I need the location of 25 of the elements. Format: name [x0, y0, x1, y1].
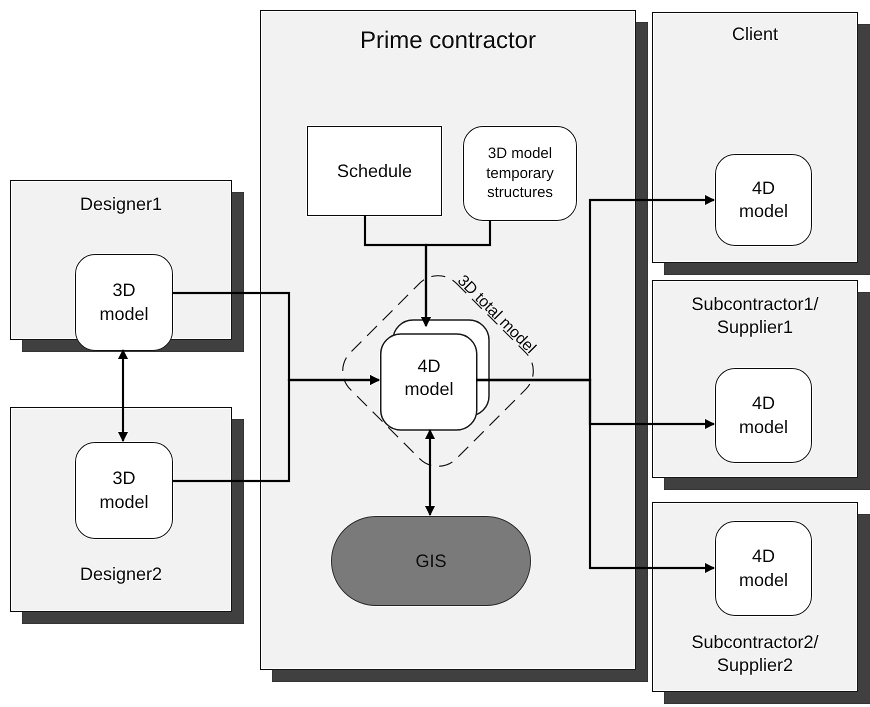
organization-panel	[10, 407, 232, 612]
model-box: 3D model	[75, 254, 173, 351]
model-box: 4D model	[715, 154, 812, 246]
organization-panel	[260, 10, 636, 670]
organization-panel	[652, 12, 858, 263]
node-label: 4D model	[403, 355, 455, 402]
panel-title: Subcontractor1/ Supplier1	[690, 293, 820, 340]
organization-panel	[652, 502, 858, 692]
organization-panel	[652, 280, 858, 478]
panel-title: Designer2	[78, 563, 164, 586]
arrow	[118, 349, 128, 442]
panel-title: Subcontractor2/ Supplier2	[690, 631, 820, 678]
arrow	[172, 375, 380, 482]
model-box: 4D model	[715, 368, 812, 463]
panel-title: Prime contractor	[358, 26, 538, 56]
arrow	[476, 378, 715, 573]
model-box: 3D model	[75, 442, 173, 539]
process-box: Schedule	[307, 126, 442, 216]
panel-title: Client	[730, 23, 780, 46]
model-box: 4D model	[715, 521, 812, 616]
arrow	[421, 220, 492, 327]
arrow	[425, 429, 435, 516]
database-pill: GIS	[331, 516, 531, 606]
panel-title: Designer1	[78, 193, 164, 216]
model-box: 3D model temporary structures	[463, 126, 577, 221]
